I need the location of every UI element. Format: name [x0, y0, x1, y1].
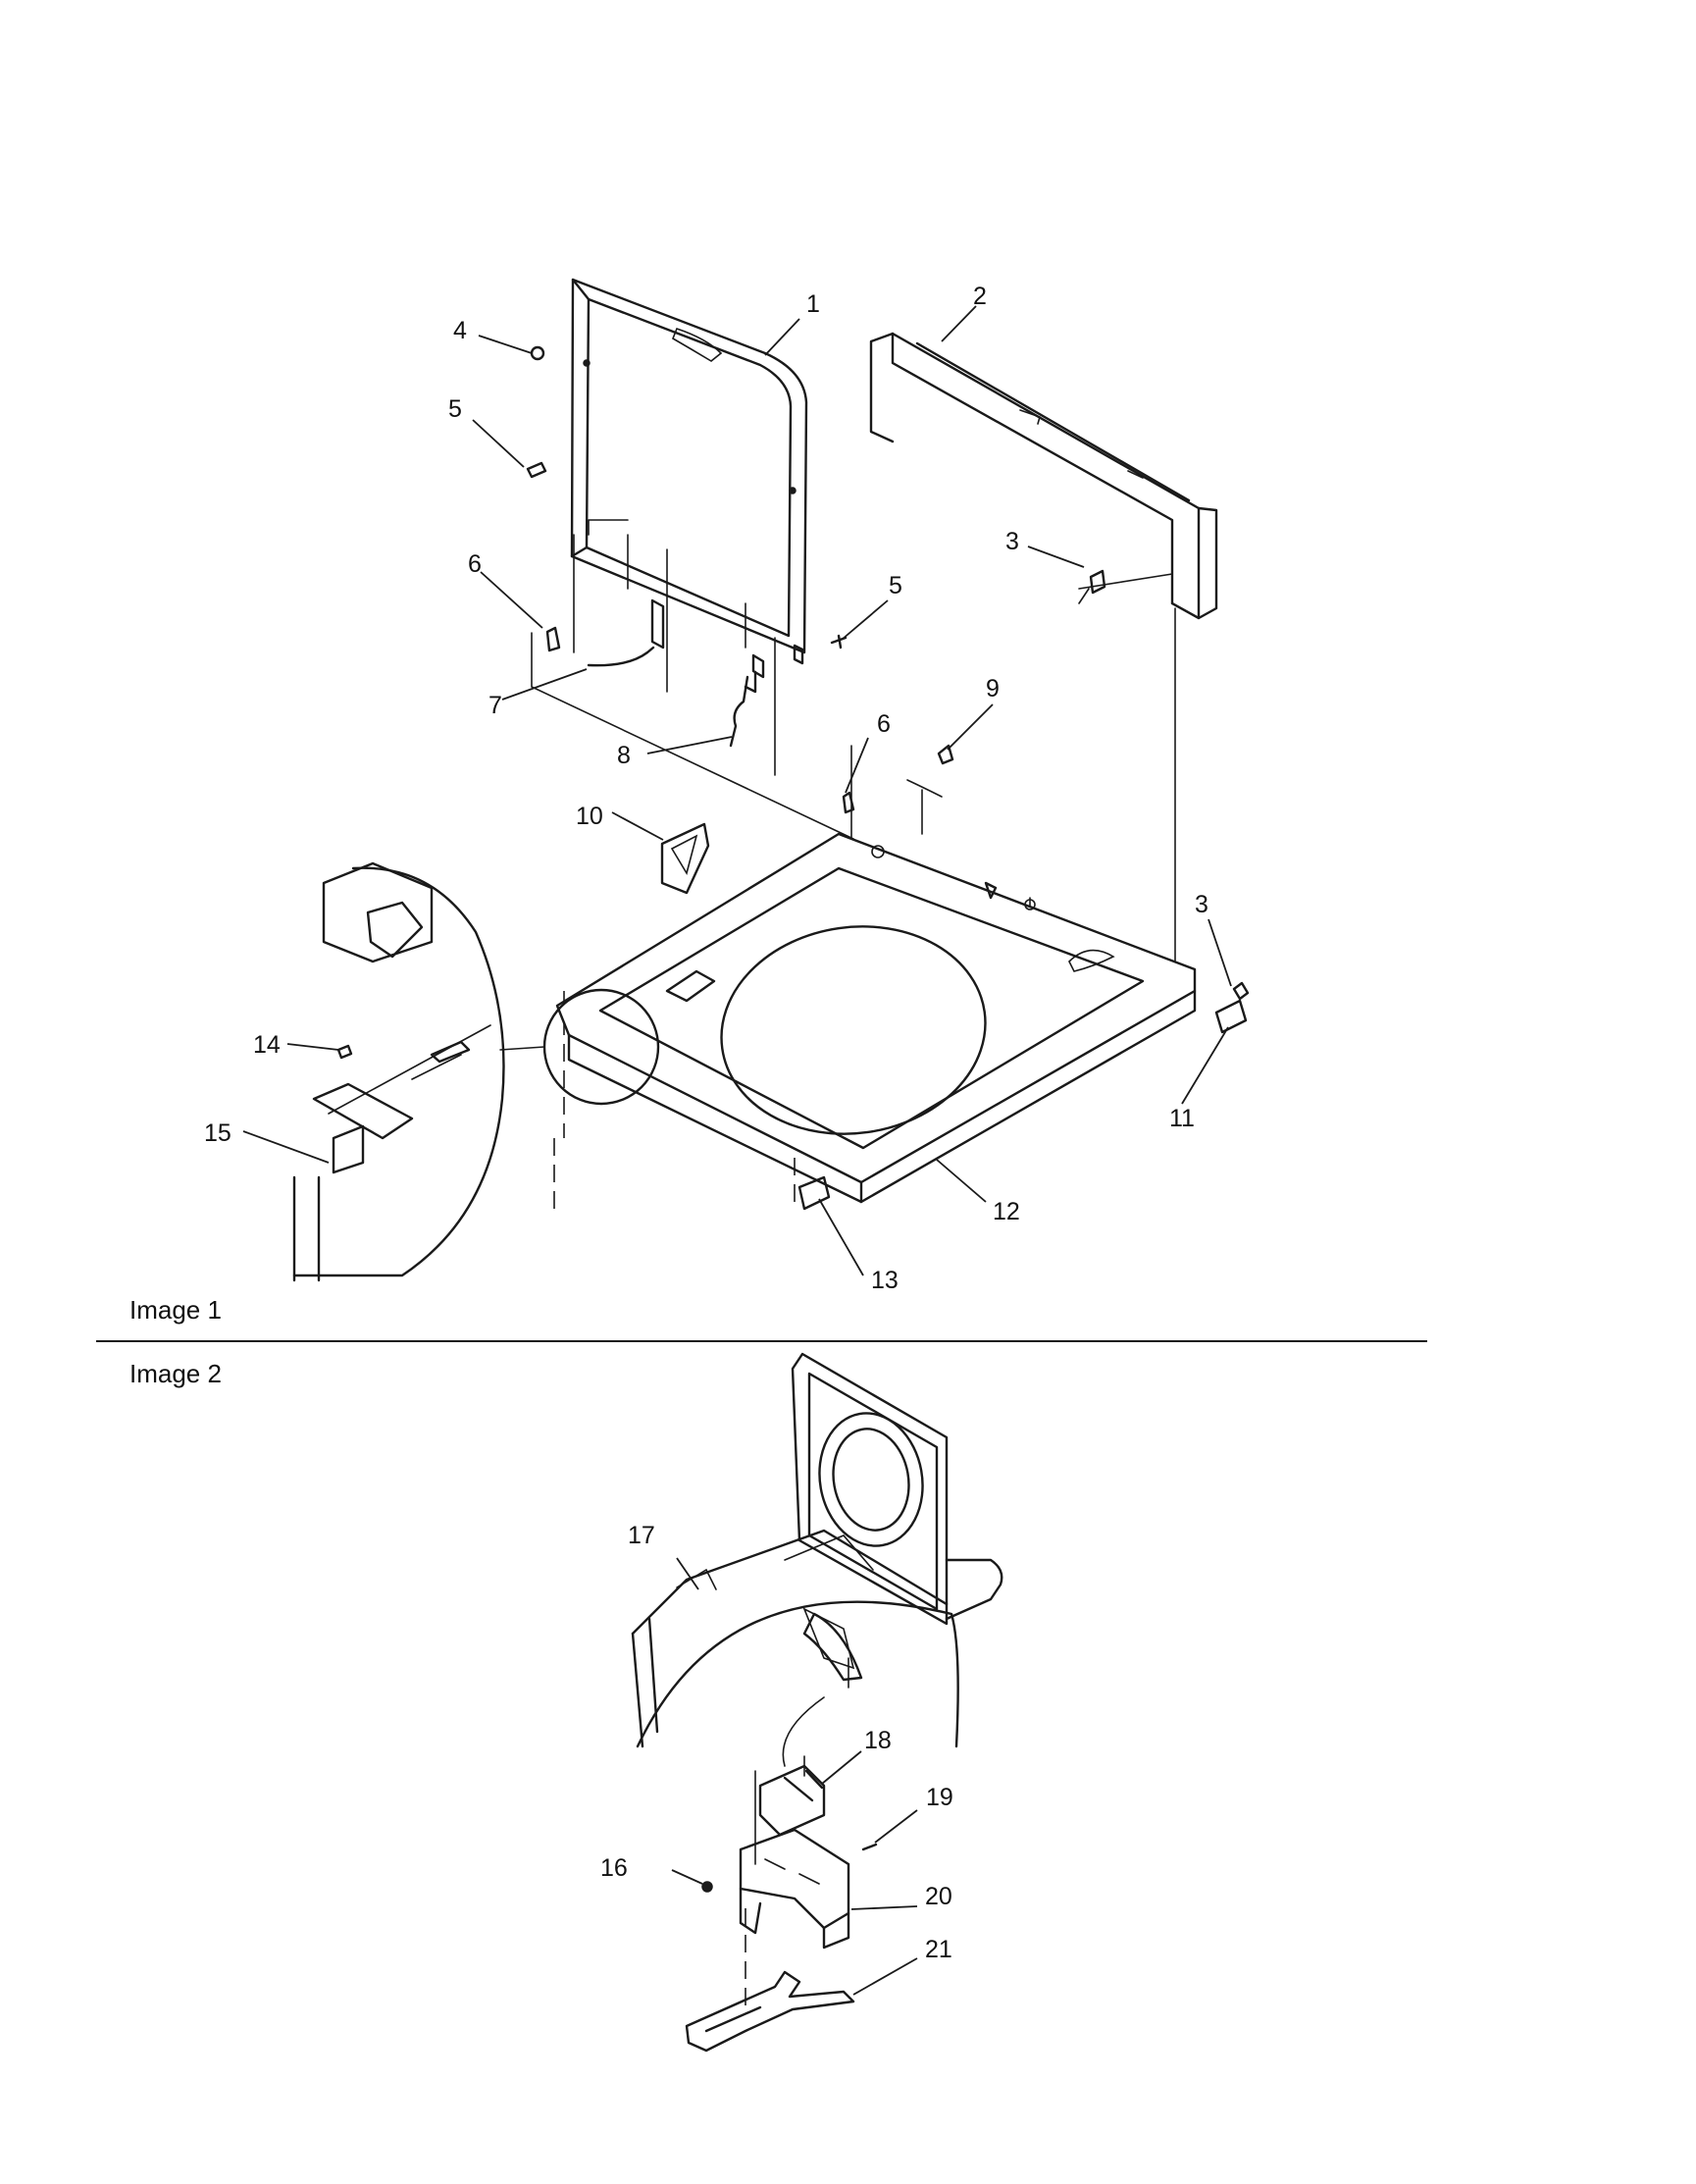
- part-label: 21: [925, 1936, 952, 1963]
- part-label: 1: [806, 290, 820, 318]
- part-label: 4: [453, 317, 467, 344]
- washer-top-open: [631, 1352, 1003, 1748]
- rear-panel: [869, 332, 1218, 620]
- exploded-view-lid-switch: 16 17 18 19 20 21: [600, 1352, 1003, 2053]
- lid-switch-assembly: [685, 1764, 878, 2053]
- part-label: 7: [488, 692, 502, 719]
- part-label: 8: [617, 742, 631, 769]
- part-label: 11: [1169, 1105, 1195, 1132]
- detail-magnifier: [292, 861, 660, 1282]
- part-label: 5: [889, 572, 902, 599]
- part-label: 3: [1005, 528, 1019, 555]
- exploded-view-top-assembly: 1 2 3 3 4 5 5 6 6 7 8 9 10 11 12 13 14 1…: [204, 278, 1250, 1294]
- part-label: 17: [628, 1522, 655, 1549]
- lid-hinge-rods: [587, 646, 757, 748]
- part-label: 12: [993, 1198, 1020, 1225]
- part-label: 19: [926, 1784, 953, 1811]
- part-number-labels-image-1: 1 2 3 3 4 5 5 6 6 7 8 9 10 11 12 13 14 1…: [204, 283, 1208, 1294]
- part-number-labels-image-2: 16 17 18 19 20 21: [600, 1522, 953, 1963]
- part-label: 13: [871, 1267, 899, 1294]
- assembly-guide-lines-2: [745, 1657, 849, 2011]
- part-label: 3: [1195, 891, 1208, 918]
- part-label: 6: [877, 710, 891, 738]
- part-label: 9: [986, 675, 1000, 702]
- part-label: 2: [973, 283, 987, 310]
- top-cover: [555, 832, 1197, 1204]
- part-label: 10: [576, 803, 603, 830]
- lid-handle: [660, 822, 710, 895]
- part-label: 5: [448, 395, 462, 423]
- part-label: 18: [864, 1727, 892, 1754]
- lid-frame: [570, 278, 808, 679]
- part-label: 6: [468, 550, 482, 578]
- image-1-label: Image 1: [129, 1295, 222, 1325]
- part-label: 14: [253, 1031, 281, 1059]
- part-label: 16: [600, 1854, 628, 1882]
- leader-lines-image-1: [242, 305, 1232, 1276]
- part-label: 20: [925, 1883, 952, 1910]
- leader-lines-image-2: [671, 1557, 918, 1996]
- part-label: 15: [204, 1119, 231, 1147]
- image-2-label: Image 2: [129, 1359, 222, 1388]
